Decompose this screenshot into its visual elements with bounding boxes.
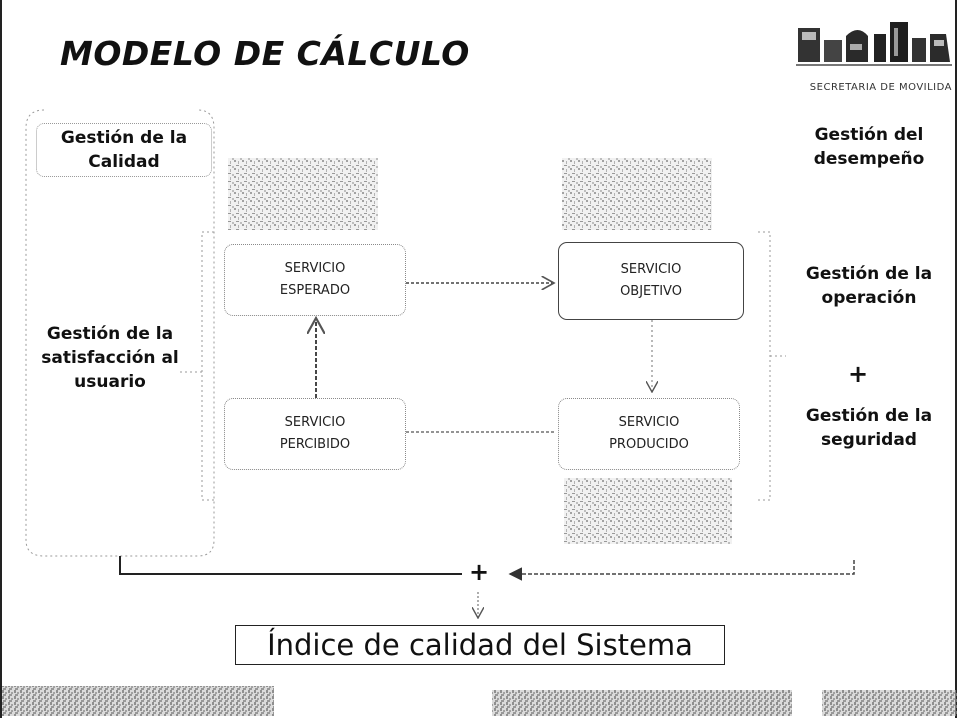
label-security-management: Gestión de la seguridad [805, 406, 933, 450]
right-plus: + [848, 360, 869, 388]
box-service-produced: SERVICIO PRODUCIDO [558, 398, 740, 470]
label-operation-management: Gestión de la operación [805, 264, 933, 308]
index-label: Índice de calidad del Sistema [267, 628, 693, 662]
logo: SECRETARIA DE MOVILIDA [786, 14, 957, 104]
right-bracket [758, 231, 771, 501]
page-title: MODELO DE CÁLCULO [60, 34, 470, 73]
box-service-perceived: SERVICIO PERCIBIDO [224, 398, 406, 470]
bottom-right-line [508, 560, 855, 581]
label-performance-management: Gestión del desempeño [813, 125, 925, 169]
logo-caption: SECRETARIA DE MOVILIDA [809, 82, 952, 93]
logo-mark-icon [796, 22, 952, 66]
label-satisfaction-management: Gestión de la satisfacción al usuario [41, 324, 179, 392]
bottom-left-line [119, 556, 462, 575]
label-quality-management: Gestión de la Calidad [36, 123, 212, 177]
box-service-expected: SERVICIO ESPERADO [224, 244, 406, 316]
index-box: Índice de calidad del Sistema [235, 625, 725, 665]
bottom-plus: + [469, 558, 490, 586]
box-service-objective: SERVICIO OBJETIVO [558, 242, 744, 320]
left-bracket [201, 231, 214, 501]
scan-noise [2, 158, 957, 716]
